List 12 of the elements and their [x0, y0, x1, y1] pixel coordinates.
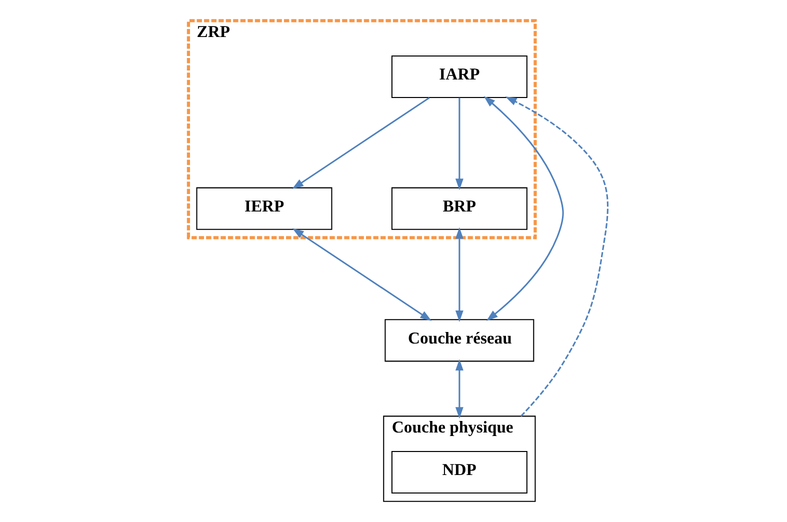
arrow [454, 359, 463, 419]
node-box: IARP [390, 55, 527, 98]
arrow [483, 96, 564, 321]
node-box: BRP [390, 187, 527, 230]
node-box: Couche réseau [384, 319, 534, 362]
arrow [292, 228, 432, 321]
arrow [454, 98, 463, 190]
arrow [504, 96, 608, 417]
arrow [292, 97, 430, 190]
node-box: NDP [390, 450, 527, 494]
node-box: IERP [196, 187, 332, 230]
arrow [454, 227, 463, 322]
